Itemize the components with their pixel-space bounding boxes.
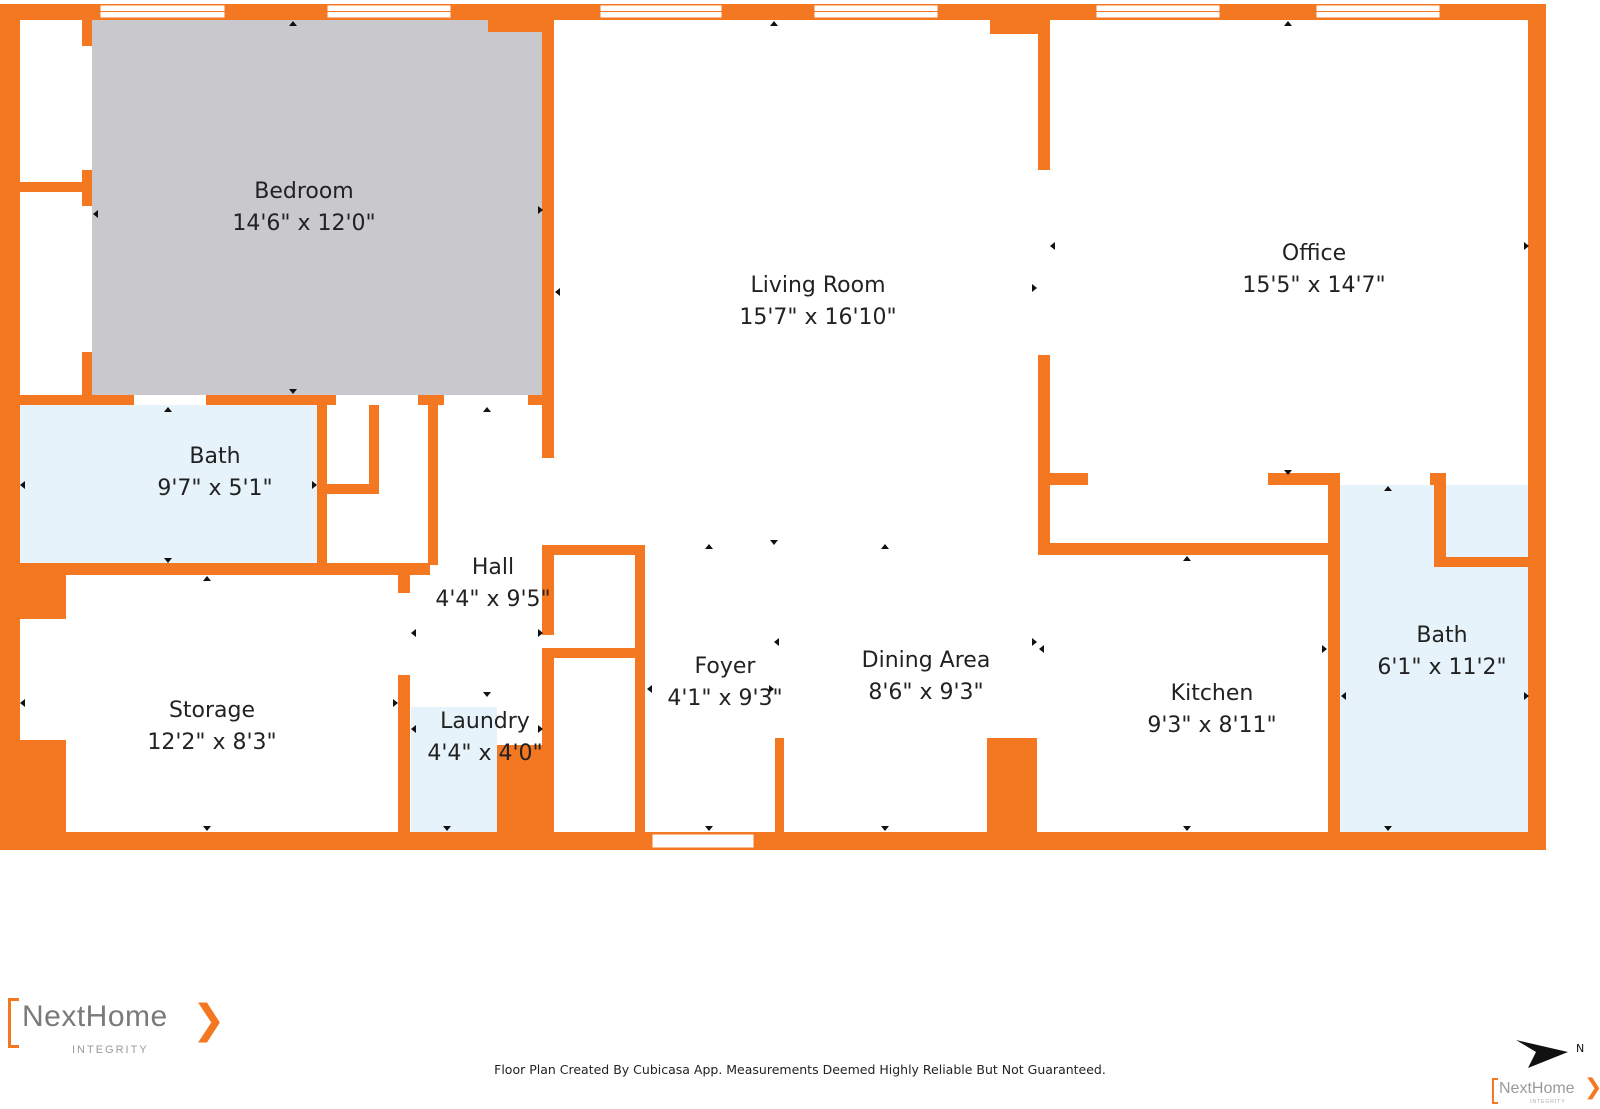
laundry-dims: 4'4" x 4'0" bbox=[427, 741, 542, 766]
dining-area-label: Dining Area bbox=[862, 648, 991, 673]
dimension-markers bbox=[20, 21, 1529, 831]
kitchen-dims: 9'3" x 8'11" bbox=[1147, 713, 1276, 738]
bath-right-label: Bath bbox=[1416, 623, 1467, 648]
laundry-label: Laundry bbox=[440, 709, 530, 734]
bedroom-floor bbox=[92, 20, 542, 395]
bath-left-label: Bath bbox=[189, 444, 240, 469]
logo-name: NextHome bbox=[22, 1000, 168, 1033]
office-label: Office bbox=[1282, 241, 1346, 266]
small-logo-chevron-icon: ❯ bbox=[1584, 1075, 1600, 1100]
hall-dims: 4'4" x 9'5" bbox=[435, 587, 550, 612]
compass-label: N bbox=[1576, 1042, 1584, 1055]
logo-bracket-icon bbox=[8, 998, 19, 1048]
laundry-floor bbox=[411, 707, 497, 832]
bedroom-dims: 14'6" x 12'0" bbox=[232, 211, 375, 236]
foyer-label: Foyer bbox=[695, 654, 757, 679]
logo-chevron-icon: ❯ bbox=[192, 997, 226, 1043]
bedroom-label: Bedroom bbox=[254, 179, 354, 204]
nexthome-small-logo: NextHome ❯ INTEGRITY bbox=[1490, 1075, 1600, 1105]
dining-area-dims: 8'6" x 9'3" bbox=[868, 680, 983, 705]
bath-left-dims: 9'7" x 5'1" bbox=[157, 476, 272, 501]
bath-left-floor bbox=[20, 405, 317, 563]
hall-label: Hall bbox=[472, 555, 514, 580]
bath-right-dims: 6'1" x 11'2" bbox=[1377, 655, 1506, 680]
office-dims: 15'5" x 14'7" bbox=[1242, 273, 1385, 298]
floor-plan-disclaimer: Floor Plan Created By Cubicasa App. Meas… bbox=[494, 1062, 1106, 1077]
small-logo-subtitle: INTEGRITY bbox=[1530, 1099, 1566, 1105]
kitchen-label: Kitchen bbox=[1171, 681, 1254, 706]
storage-label: Storage bbox=[169, 698, 255, 723]
small-logo-name: NextHome bbox=[1499, 1080, 1575, 1097]
entry-door bbox=[651, 833, 755, 849]
living-room-dims: 15'7" x 16'10" bbox=[739, 305, 896, 330]
storage-dims: 12'2" x 8'3" bbox=[147, 730, 276, 755]
foyer-dims: 4'1" x 9'3" bbox=[667, 686, 782, 711]
logo-subtitle: INTEGRITY bbox=[72, 1044, 149, 1056]
north-arrow-icon: N bbox=[1516, 1040, 1584, 1068]
nexthome-logo: NextHome ❯ INTEGRITY bbox=[6, 996, 226, 1062]
living-room-label: Living Room bbox=[750, 273, 885, 298]
small-logo-bracket-icon bbox=[1492, 1078, 1498, 1104]
